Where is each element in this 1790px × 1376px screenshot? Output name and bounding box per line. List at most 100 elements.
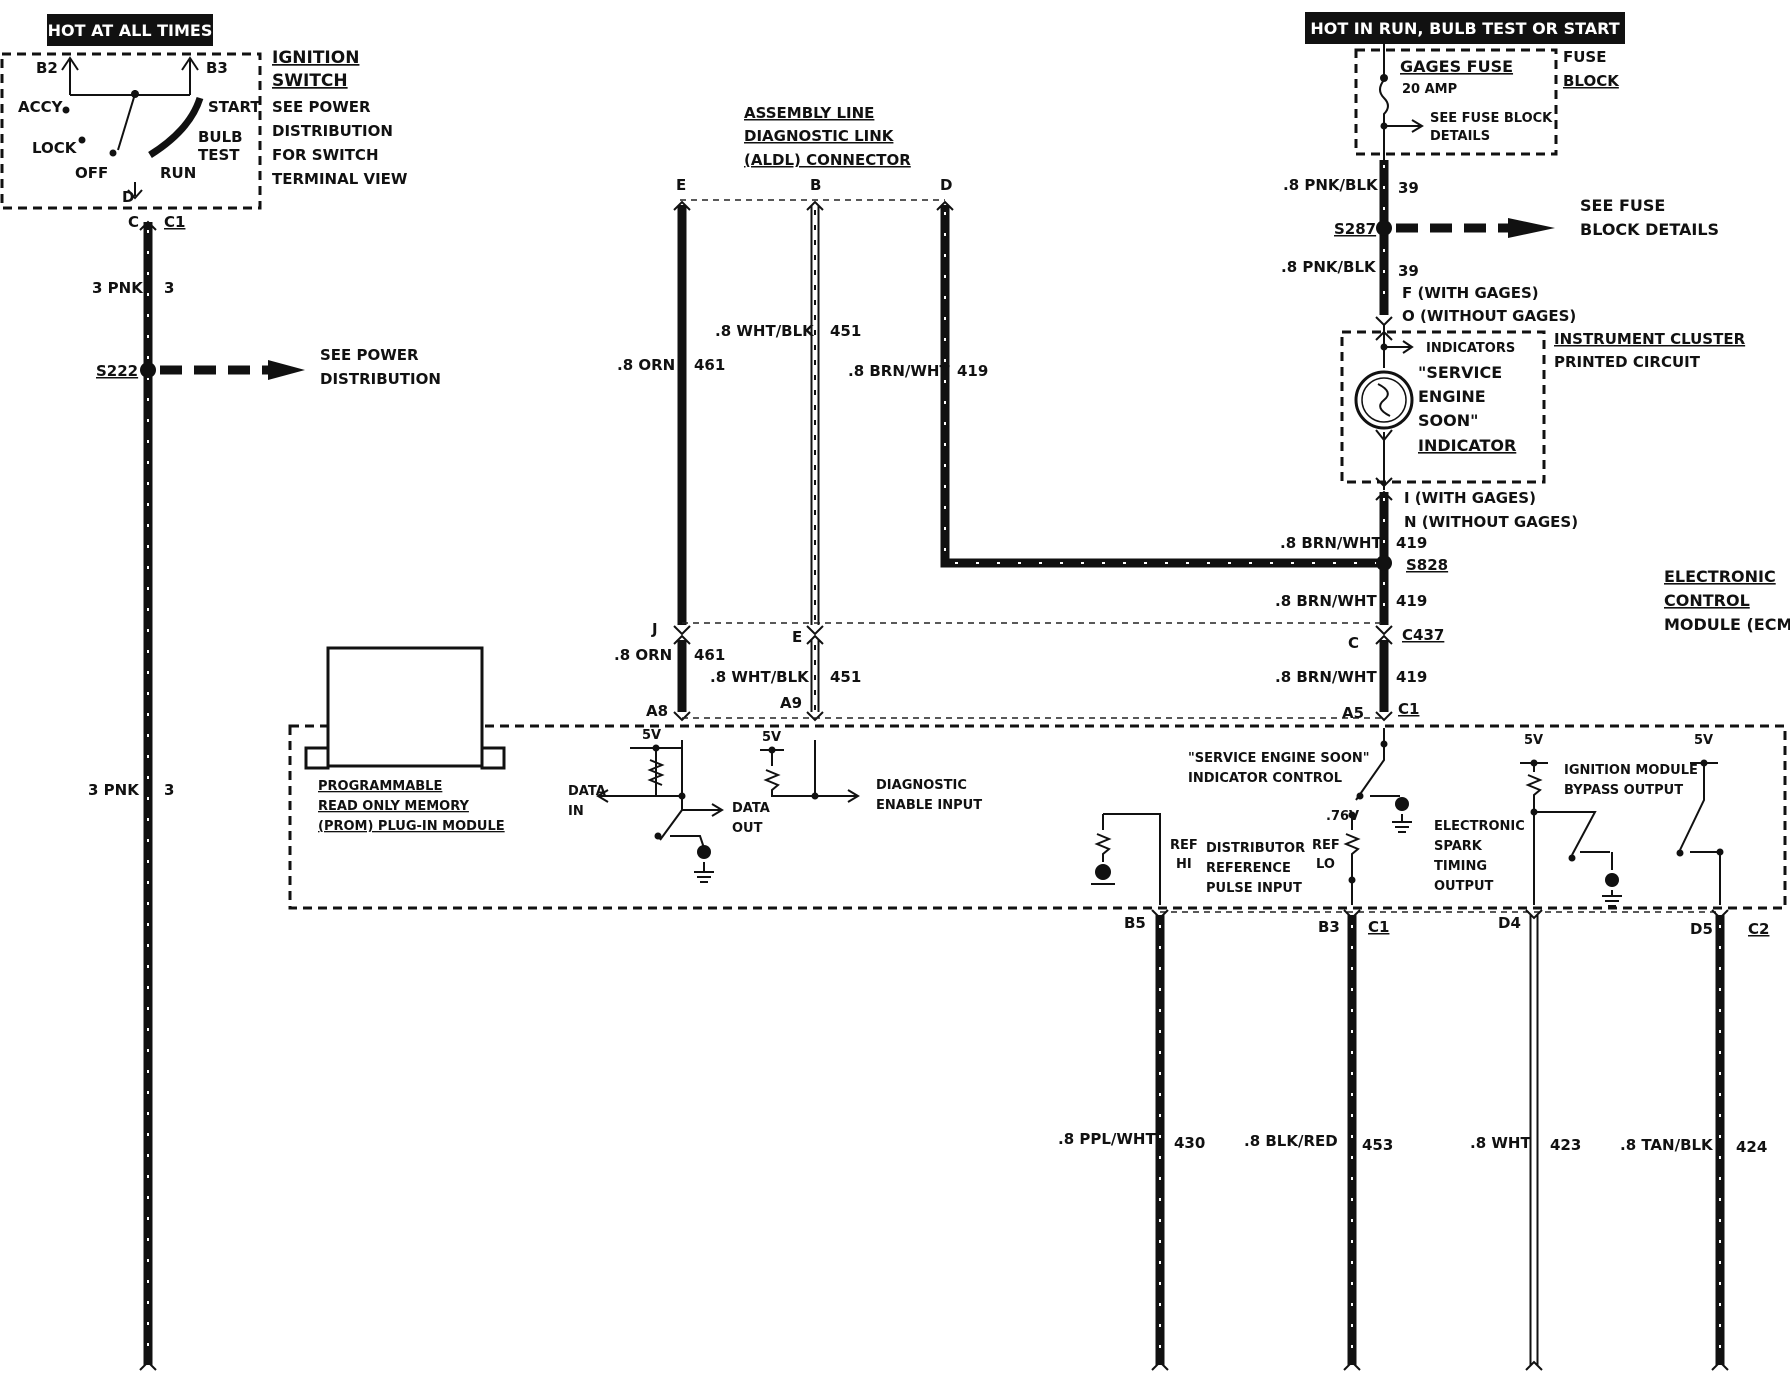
ignition-note-3: FOR SWITCH <box>272 146 379 164</box>
est-label-3: TIMING <box>1434 859 1487 874</box>
pin-a5: A5 <box>1342 704 1364 722</box>
pin-i: I (WITH GAGES) <box>1404 489 1536 507</box>
wire-451: .8 WHT/BLK 451 <box>715 200 861 722</box>
fuse-detail-1: SEE FUSE BLOCK <box>1430 111 1553 126</box>
wire-3-circuit-bottom: 3 <box>164 781 174 799</box>
ignition-note-4: TERMINAL VIEW <box>272 170 408 188</box>
dist-ref-circuit: REF HI DISTRIBUTOR REFERENCE PULSE INPUT… <box>1091 809 1361 905</box>
wire-451-gauge: .8 WHT/BLK <box>715 322 815 340</box>
arrow-s287 <box>1508 218 1555 238</box>
fuse-block-1: FUSE <box>1563 48 1606 66</box>
ref-lo-2: LO <box>1316 857 1335 872</box>
cluster-title-1: INSTRUMENT CLUSTER <box>1554 330 1746 348</box>
conn-461-num: 461 <box>694 646 725 664</box>
est-label-4: OUTPUT <box>1434 879 1494 894</box>
fuse-rating: 20 AMP <box>1402 82 1457 97</box>
wire-424: .8 TAN/BLK 424 <box>1620 909 1767 1371</box>
c437-pin-j: J <box>651 620 658 638</box>
ref-hi-2: HI <box>1176 857 1192 872</box>
label-test: TEST <box>198 146 240 164</box>
ses-control-circuit: "SERVICE ENGINE SOON" INDICATOR CONTROL … <box>1188 728 1525 894</box>
data-in-1: DATA <box>568 784 606 799</box>
fuse-name: GAGES FUSE <box>1400 57 1513 76</box>
ignition-note-1: SEE POWER <box>272 98 371 116</box>
bulb-icon <box>1354 370 1414 430</box>
data-circuit: 5V DATA IN DATA OUT <box>568 728 770 883</box>
ignition-title-2: SWITCH <box>272 71 348 91</box>
ign-bypass-circuit: 5V 5V IGNITION MODULE BYPASS OUTPUT <box>1520 733 1724 907</box>
wire-424-gauge: .8 TAN/BLK <box>1620 1136 1714 1154</box>
wire-423-gauge: .8 WHT <box>1470 1134 1531 1152</box>
wire-430-gauge: .8 PPL/WHT <box>1058 1130 1156 1148</box>
ref-lo-1: REF <box>1312 838 1340 853</box>
wire-423-num: 423 <box>1550 1136 1581 1154</box>
wire-424-num: 424 <box>1736 1138 1767 1156</box>
pin-b5: B5 <box>1124 914 1146 932</box>
fuse-block-2: BLOCK <box>1563 72 1620 90</box>
s287-note-1: SEE FUSE <box>1580 196 1665 215</box>
label-lock: LOCK <box>32 139 78 157</box>
arrow-s222 <box>268 360 305 380</box>
label-b3: B3 <box>206 59 228 77</box>
pin-c2: C2 <box>1748 920 1769 938</box>
splice-s828 <box>1376 555 1392 571</box>
conn-451-num: 451 <box>830 668 861 686</box>
pin-a8: A8 <box>646 702 668 720</box>
est-label-2: SPARK <box>1434 839 1483 854</box>
pin-c1-ecm: C1 <box>1398 700 1419 718</box>
wire-39b-num: 39 <box>1398 262 1419 280</box>
pin-d4: D4 <box>1498 914 1521 932</box>
pin-f: F (WITH GAGES) <box>1402 284 1539 302</box>
s287-note-2: BLOCK DETAILS <box>1580 220 1719 239</box>
wire-419c-gauge: .8 BRN/WHT <box>1275 668 1377 686</box>
pin-b3: B3 <box>1318 918 1340 936</box>
label-off: OFF <box>75 164 108 182</box>
wire-453-num: 453 <box>1362 1136 1393 1154</box>
cluster-ind-4: INDICATOR <box>1418 436 1516 455</box>
data-5v-label: 5V <box>642 728 661 743</box>
header-hot-at-all-times: HOT AT ALL TIMES <box>47 14 213 46</box>
ses-label-1: "SERVICE ENGINE SOON" <box>1188 751 1370 766</box>
prom-label-2: READ ONLY MEMORY <box>318 799 470 814</box>
conn-451-gauge: .8 WHT/BLK <box>710 668 810 686</box>
label-bulb: BULB <box>198 128 243 146</box>
bottom-connector: B5 B3 C1 D4 D5 C2 <box>1124 911 1769 938</box>
wire-39: .8 PNK/BLK 39 S287 SEE FUSE BLOCK DETAIL… <box>1281 160 1719 327</box>
splice-s222-label: S222 <box>96 362 138 380</box>
data-out-2: OUT <box>732 821 763 836</box>
ign-5v-b: 5V <box>1694 733 1713 748</box>
dist-label-1: DISTRIBUTOR <box>1206 841 1305 856</box>
ign-label-2: BYPASS OUTPUT <box>1564 783 1683 798</box>
c437-pin-e: E <box>792 628 802 646</box>
wire-419b-gauge: .8 BRN/WHT <box>1275 592 1377 610</box>
ecm-box <box>288 724 1787 910</box>
ecm-title-1: ELECTRONIC <box>1664 567 1776 586</box>
ecm-title-2: CONTROL <box>1664 591 1750 610</box>
wire-423: .8 WHT 423 <box>1470 909 1581 1371</box>
wire-3-gauge-bottom: 3 PNK <box>88 781 140 799</box>
label-d: D <box>122 188 134 206</box>
wire-419-aldl-gauge: .8 BRN/WHT <box>848 362 950 380</box>
wire-419c-num: 419 <box>1396 668 1427 686</box>
ignition-note-2: DISTRIBUTION <box>272 122 393 140</box>
prom-module: PROGRAMMABLE READ ONLY MEMORY (PROM) PLU… <box>304 646 506 834</box>
wire-3-pnk: 3 PNK 3 S222 SEE POWER DISTRIBUTION 3 PN… <box>88 220 441 1371</box>
wire-419-aldl: .8 BRN/WHT 419 <box>848 200 1383 568</box>
cluster-title-2: PRINTED CIRCUIT <box>1554 353 1701 371</box>
data-out-1: DATA <box>732 801 770 816</box>
prom-label-3: (PROM) PLUG-IN MODULE <box>318 819 505 834</box>
splice-s287-label: S287 <box>1334 220 1376 238</box>
diag-label-1: DIAGNOSTIC <box>876 778 967 793</box>
dist-label-3: PULSE INPUT <box>1206 881 1302 896</box>
c437-pin-c: C <box>1348 634 1359 652</box>
wire-419b-num: 419 <box>1396 592 1427 610</box>
aldl-title-2: DIAGNOSTIC LINK <box>744 127 895 145</box>
conn-461-gauge: .8 ORN <box>614 646 672 664</box>
splice-s287 <box>1376 220 1392 236</box>
aldl-pin-d: D <box>940 176 952 194</box>
splice-s828-label: S828 <box>1406 556 1448 574</box>
wire-451-num: 451 <box>830 322 861 340</box>
est-label-1: ELECTRONIC <box>1434 819 1525 834</box>
wire-39-num: 39 <box>1398 179 1419 197</box>
ref-76v: .76V <box>1326 809 1359 824</box>
